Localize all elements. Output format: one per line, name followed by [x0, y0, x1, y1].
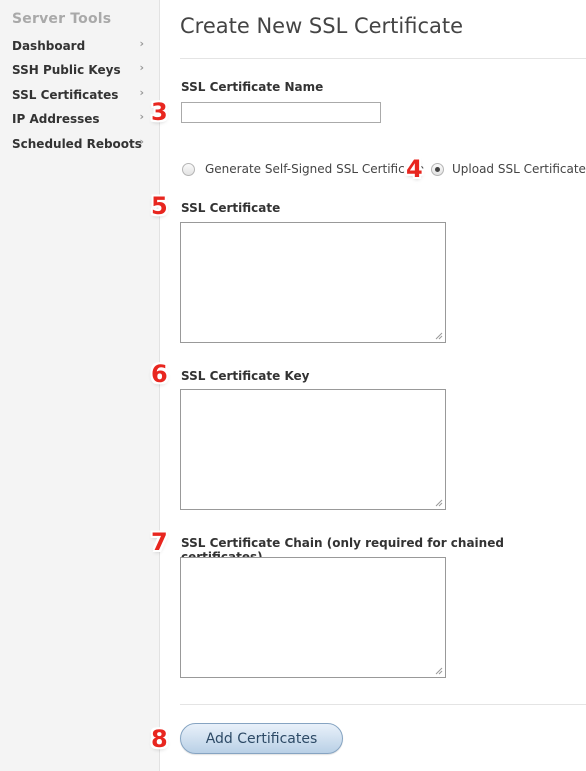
add-certificates-button[interactable]: Add Certificates [180, 723, 343, 754]
chevron-right-icon: › [139, 61, 144, 74]
certificate-key-textarea[interactable] [180, 389, 446, 510]
certificate-textarea[interactable] [180, 222, 446, 343]
sidebar-item-label: Scheduled Reboots [12, 137, 142, 151]
step-6-annotation: 6 [151, 360, 168, 388]
sidebar-item-dashboard[interactable]: Dashboard › [12, 37, 144, 57]
certificate-name-input[interactable] [181, 102, 381, 123]
step-8-annotation: 8 [151, 725, 168, 753]
step-5-annotation: 5 [151, 192, 168, 220]
sidebar-item-ip-addresses[interactable]: IP Addresses › [12, 110, 144, 130]
chevron-right-icon: › [139, 86, 144, 99]
page-title: Create New SSL Certificate [180, 14, 464, 38]
step-7-annotation: 7 [151, 528, 168, 556]
certificate-key-label: SSL Certificate Key [181, 369, 310, 383]
chevron-right-icon: › [139, 110, 144, 123]
certificate-chain-textarea[interactable] [180, 557, 446, 678]
sidebar-item-ssl-certificates[interactable]: SSL Certificates › [12, 86, 144, 106]
certificate-name-label: SSL Certificate Name [181, 80, 324, 94]
sidebar: Server Tools Dashboard › SSH Public Keys… [0, 0, 160, 771]
resize-grip-icon[interactable] [435, 499, 443, 507]
sidebar-item-label: Dashboard [12, 39, 86, 53]
upload-certificate-radio[interactable] [431, 163, 444, 176]
generate-self-signed-radio[interactable] [182, 163, 195, 176]
sidebar-item-label: IP Addresses [12, 112, 100, 126]
sidebar-item-ssh-public-keys[interactable]: SSH Public Keys › [12, 61, 144, 81]
resize-grip-icon[interactable] [435, 667, 443, 675]
title-divider [180, 58, 586, 59]
certificate-label: SSL Certificate [181, 201, 281, 215]
sidebar-title: Server Tools [12, 11, 112, 27]
upload-certificate-label[interactable]: Upload SSL Certificate [452, 162, 586, 176]
chevron-right-icon: › [139, 37, 144, 50]
form-divider [180, 704, 586, 705]
generate-self-signed-label[interactable]: Generate Self-Signed SSL Certificate [205, 162, 425, 176]
sidebar-item-label: SSH Public Keys [12, 63, 121, 77]
sidebar-item-scheduled-reboots[interactable]: Scheduled Reboots › [12, 135, 144, 155]
sidebar-item-label: SSL Certificates [12, 88, 119, 102]
chevron-right-icon: › [139, 135, 144, 148]
step-4-annotation: 4 [406, 155, 423, 183]
step-3-annotation: 3 [151, 98, 168, 126]
resize-grip-icon[interactable] [435, 332, 443, 340]
